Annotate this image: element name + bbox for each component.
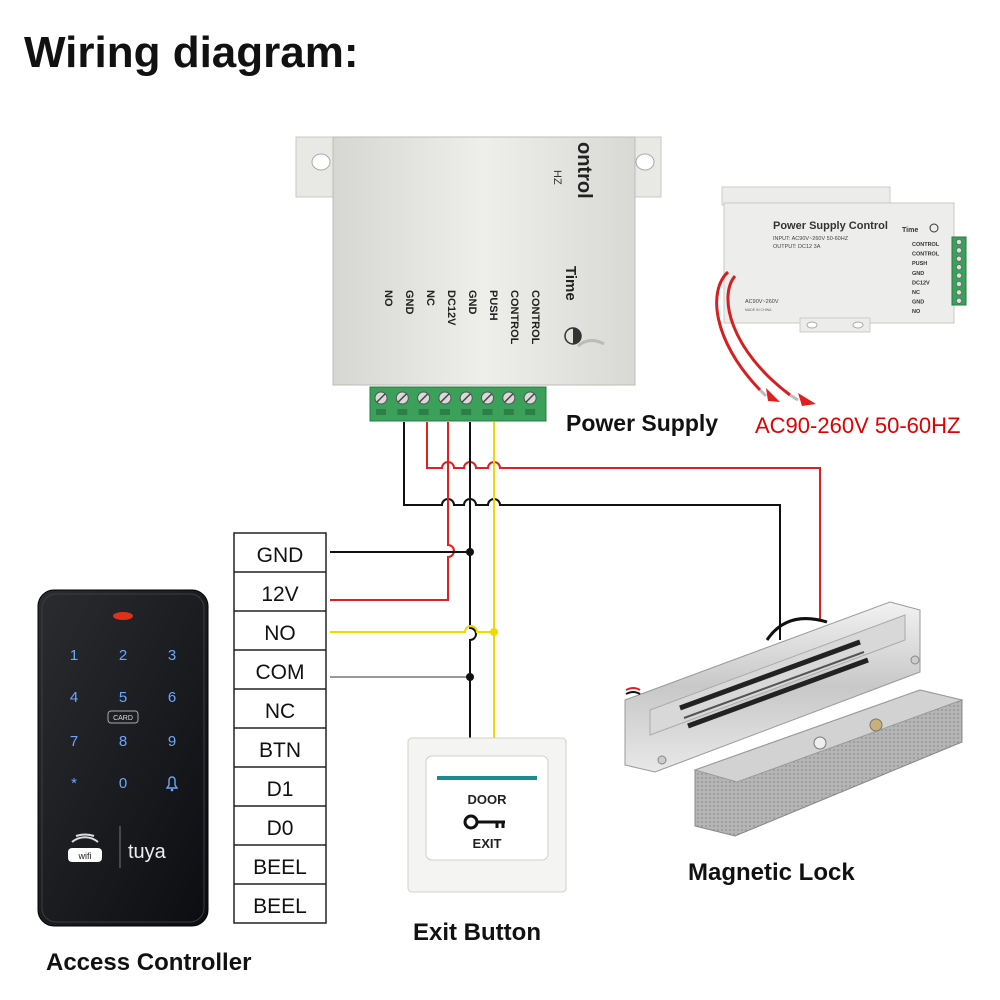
terminal-label: BEEL — [253, 895, 307, 918]
terminal-label: 12V — [261, 583, 298, 606]
small-psu-terminal-label: GND — [912, 300, 924, 306]
bell-icon[interactable] — [165, 776, 179, 792]
status-led — [113, 612, 133, 620]
power-supply-voltage: AC90-260V 50-60HZ — [755, 413, 960, 438]
keypad-key[interactable]: 0 — [119, 775, 127, 792]
wiring — [330, 422, 821, 738]
small-psu-title: Power Supply Control — [773, 220, 888, 232]
keypad-key[interactable]: 4 — [70, 689, 78, 706]
small-psu-input: INPUT: AC90V~260V 50-60HZ — [773, 236, 849, 242]
small-psu-made-in: MADE IN CHINA — [745, 308, 772, 312]
page-title: Wiring diagram: — [24, 28, 359, 77]
psu-terminal-block — [369, 386, 547, 422]
psu-terminal-label: GND — [466, 290, 478, 315]
psu-terminal-label: NC — [424, 290, 436, 306]
small-psu-terminal-label: GND — [912, 271, 924, 277]
keypad-key[interactable]: * — [71, 775, 77, 792]
access-controller-label: Access Controller — [46, 949, 251, 976]
magnetic-lock-device — [624, 601, 964, 837]
terminal-label: GND — [257, 544, 304, 567]
psu-terminal-labels: CONTROL CONTROL PUSH GND DC12V NC GND NO — [382, 290, 541, 345]
tuya-brand: tuya — [128, 841, 167, 863]
small-psu-ac-label: AC90V~260V — [745, 299, 779, 305]
keypad-key[interactable]: 2 — [119, 647, 127, 664]
psu-terminal-label: CONTROL — [508, 290, 520, 345]
keypad-key[interactable]: 7 — [70, 733, 78, 750]
psu-terminal-label: CONTROL — [529, 290, 541, 345]
power-supply-small-box: Power Supply Control INPUT: AC90V~260V 5… — [715, 186, 967, 406]
keypad-key[interactable]: 1 — [70, 647, 78, 664]
terminal-label: BTN — [259, 739, 301, 762]
magnetic-lock-label: Magnetic Lock — [688, 859, 855, 886]
terminal-label: COM — [256, 661, 305, 684]
psu-hz-fragment: HZ — [551, 170, 563, 185]
terminal-screw-icon — [956, 272, 962, 279]
psu-terminal-label: PUSH — [487, 290, 499, 321]
exit-button-label: Exit Button — [413, 919, 541, 946]
exit-button-door-text: DOOR — [468, 792, 508, 807]
psu-terminal-label: GND — [403, 290, 415, 315]
small-psu-terminal-label: NO — [912, 309, 921, 315]
terminal-screw-icon — [956, 255, 962, 262]
terminal-label: NO — [264, 622, 296, 645]
psu-terminal-label: DC12V — [445, 290, 457, 326]
terminal-screw-icon — [956, 247, 962, 254]
access-controller-device: 1 2 3 4 5 6 7 8 9 * 0 CARD wifi tuya — [37, 589, 209, 927]
terminal-label: NC — [265, 700, 295, 723]
keypad: 1 2 3 4 5 6 7 8 9 * 0 — [70, 647, 179, 792]
keypad-key[interactable]: 8 — [119, 733, 127, 750]
svg-text:wifi: wifi — [78, 851, 92, 861]
small-psu-terminal-label: DC12V — [912, 280, 930, 286]
terminal-label: D1 — [267, 778, 294, 801]
exit-button-device: DOOR EXIT — [407, 737, 567, 893]
terminal-screw-icon — [956, 239, 962, 245]
psu-terminal-label: NO — [382, 290, 394, 307]
psu-brand: Time — [562, 266, 579, 301]
terminal-screw-icon — [956, 289, 962, 296]
small-psu-terminal-label: NC — [912, 290, 920, 296]
terminal-screw-icon — [956, 264, 962, 271]
exit-button-exit-text: EXIT — [473, 836, 502, 851]
keypad-key[interactable]: 6 — [168, 689, 176, 706]
psu-title-fragment: ontrol — [573, 142, 595, 199]
small-psu-terminal-label: CONTROL — [912, 242, 940, 248]
terminal-label: BEEL — [253, 856, 307, 879]
small-psu-output: OUTPUT: DC12 3A — [773, 244, 821, 250]
card-label: CARD — [113, 715, 133, 722]
keypad-key[interactable]: 5 — [119, 689, 127, 706]
keypad-key[interactable]: 3 — [168, 647, 176, 664]
terminal-label: D0 — [267, 817, 294, 840]
small-psu-terminal-label: CONTROL — [912, 252, 940, 258]
keypad-key[interactable]: 9 — [168, 733, 176, 750]
terminal-screw-icon — [956, 297, 962, 304]
small-psu-terminal-label: PUSH — [912, 261, 927, 267]
small-psu-terminal-labels: CONTROL CONTROL PUSH GND DC12V NC GND NO — [912, 242, 940, 315]
power-supply-label: Power Supply — [566, 410, 718, 436]
small-psu-brand: Time — [902, 227, 918, 234]
wifi-icon: wifi — [68, 833, 102, 862]
terminal-screw-icon — [956, 281, 962, 287]
key-icon — [463, 814, 505, 830]
power-supply-main-box: ontrol HZ Time CONTROL CONTROL PUSH GND DC12… — [295, 136, 662, 422]
